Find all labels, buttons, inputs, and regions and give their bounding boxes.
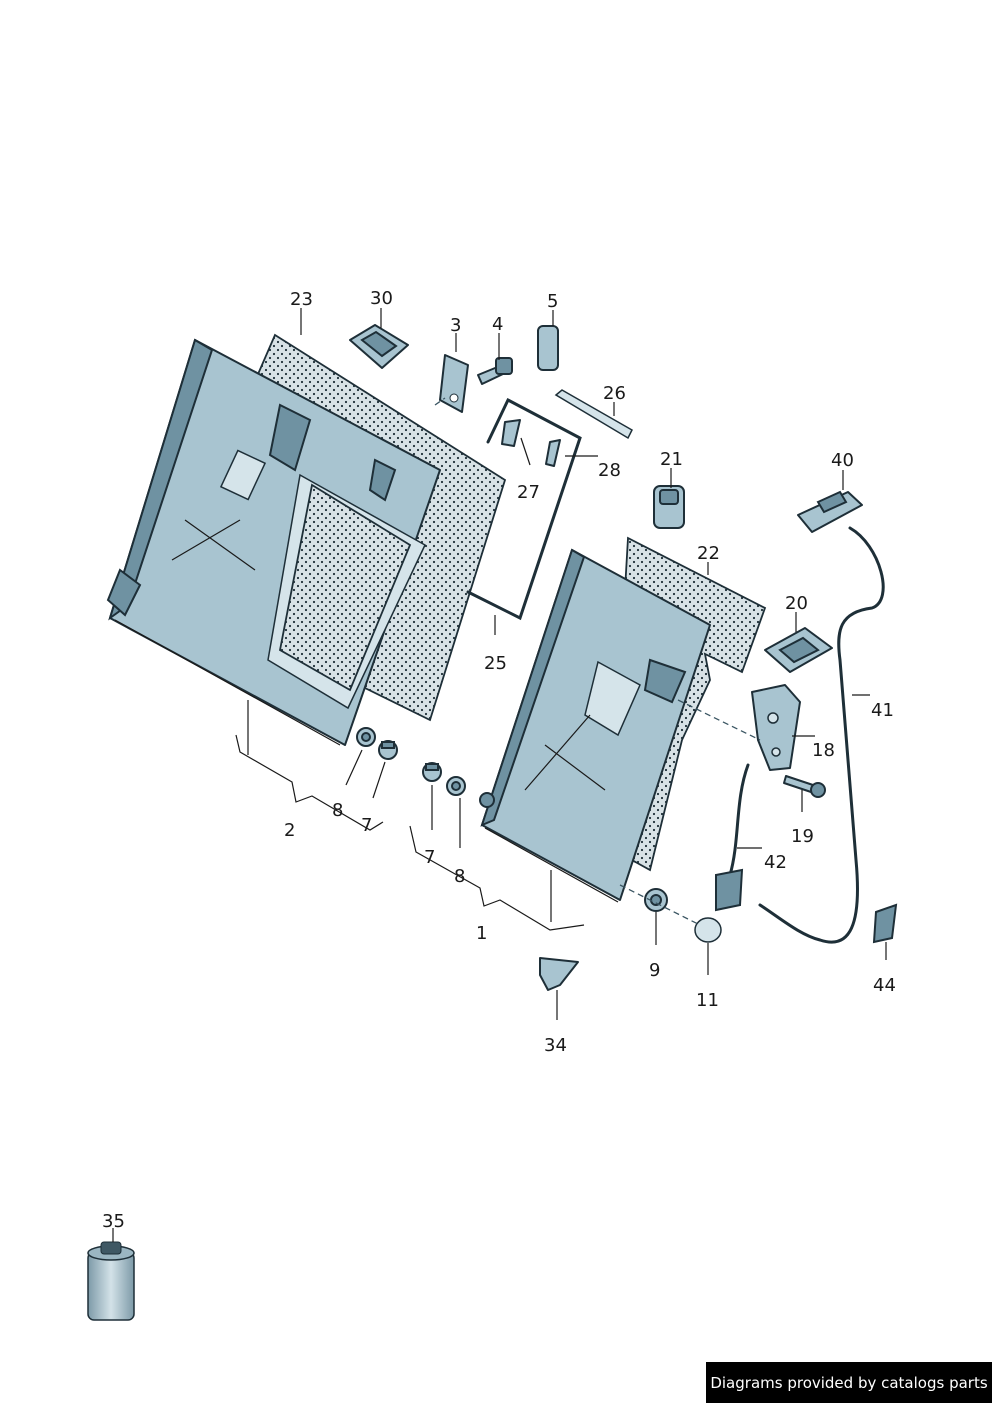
callout-7-left: 7: [361, 815, 372, 836]
callout-22: 22: [697, 543, 720, 564]
callout-7-right: 7: [424, 847, 435, 868]
bushing-8-left: [356, 727, 376, 747]
lock-18: [751, 684, 801, 771]
callout-34: 34: [544, 1035, 567, 1056]
cover-30: [349, 324, 409, 369]
bushing-8-right: [446, 776, 466, 796]
switch-40: [797, 490, 863, 533]
callout-25: 25: [484, 653, 507, 674]
callout-3: 3: [450, 315, 461, 336]
cable-41: [758, 526, 885, 944]
screw-19: [783, 775, 826, 798]
callout-28: 28: [598, 460, 621, 481]
callout-9: 9: [649, 960, 660, 981]
callout-19: 19: [791, 826, 814, 847]
callout-11: 11: [696, 990, 719, 1011]
callout-23: 23: [290, 289, 313, 310]
callout-5: 5: [547, 291, 558, 312]
callout-30: 30: [370, 288, 393, 309]
bolt-4: [477, 357, 513, 385]
release-button-21: [653, 485, 685, 529]
clip-27: [501, 419, 521, 447]
callout-1: 1: [476, 923, 487, 944]
right-backrest-frame: [479, 548, 711, 903]
callout-labels: 23 30 3 4 5 26 27 28 21 40 22 20 25 41 1…: [102, 288, 896, 1232]
callout-8-left: 8: [332, 800, 343, 821]
callout-27: 27: [517, 482, 540, 503]
callout-40: 40: [831, 450, 854, 471]
grommet-9: [644, 888, 668, 912]
can-35: [87, 1241, 135, 1321]
assembly-lines: [434, 397, 761, 926]
frame-wire-25: [466, 397, 582, 621]
bezel-20: [764, 627, 833, 673]
bracket-3: [439, 354, 469, 413]
bushing-7-right: [422, 762, 442, 782]
cable-42: [715, 763, 750, 912]
leader-lines: [112, 308, 887, 1242]
bushing-7-left: [378, 740, 398, 760]
callout-41: 41: [871, 700, 894, 721]
credit-text: Diagrams provided by catalogs parts: [710, 1373, 988, 1392]
callout-20: 20: [785, 593, 808, 614]
callout-18: 18: [812, 740, 835, 761]
cap-5: [537, 325, 559, 371]
callout-44: 44: [873, 975, 896, 996]
callout-4: 4: [492, 314, 503, 335]
callout-8-right: 8: [454, 866, 465, 887]
clip-28: [545, 439, 561, 467]
callout-42: 42: [764, 852, 787, 873]
credit-banner: Diagrams provided by catalogs parts: [706, 1362, 992, 1403]
clip-34: [539, 957, 579, 991]
callout-2: 2: [284, 820, 295, 841]
callout-21: 21: [660, 449, 683, 470]
knob-11: [694, 917, 722, 943]
clip-44: [872, 903, 898, 944]
left-backrest-frame: [106, 338, 441, 746]
callout-26: 26: [603, 383, 626, 404]
trim-strip-26: [554, 389, 633, 440]
callout-35: 35: [102, 1211, 125, 1232]
